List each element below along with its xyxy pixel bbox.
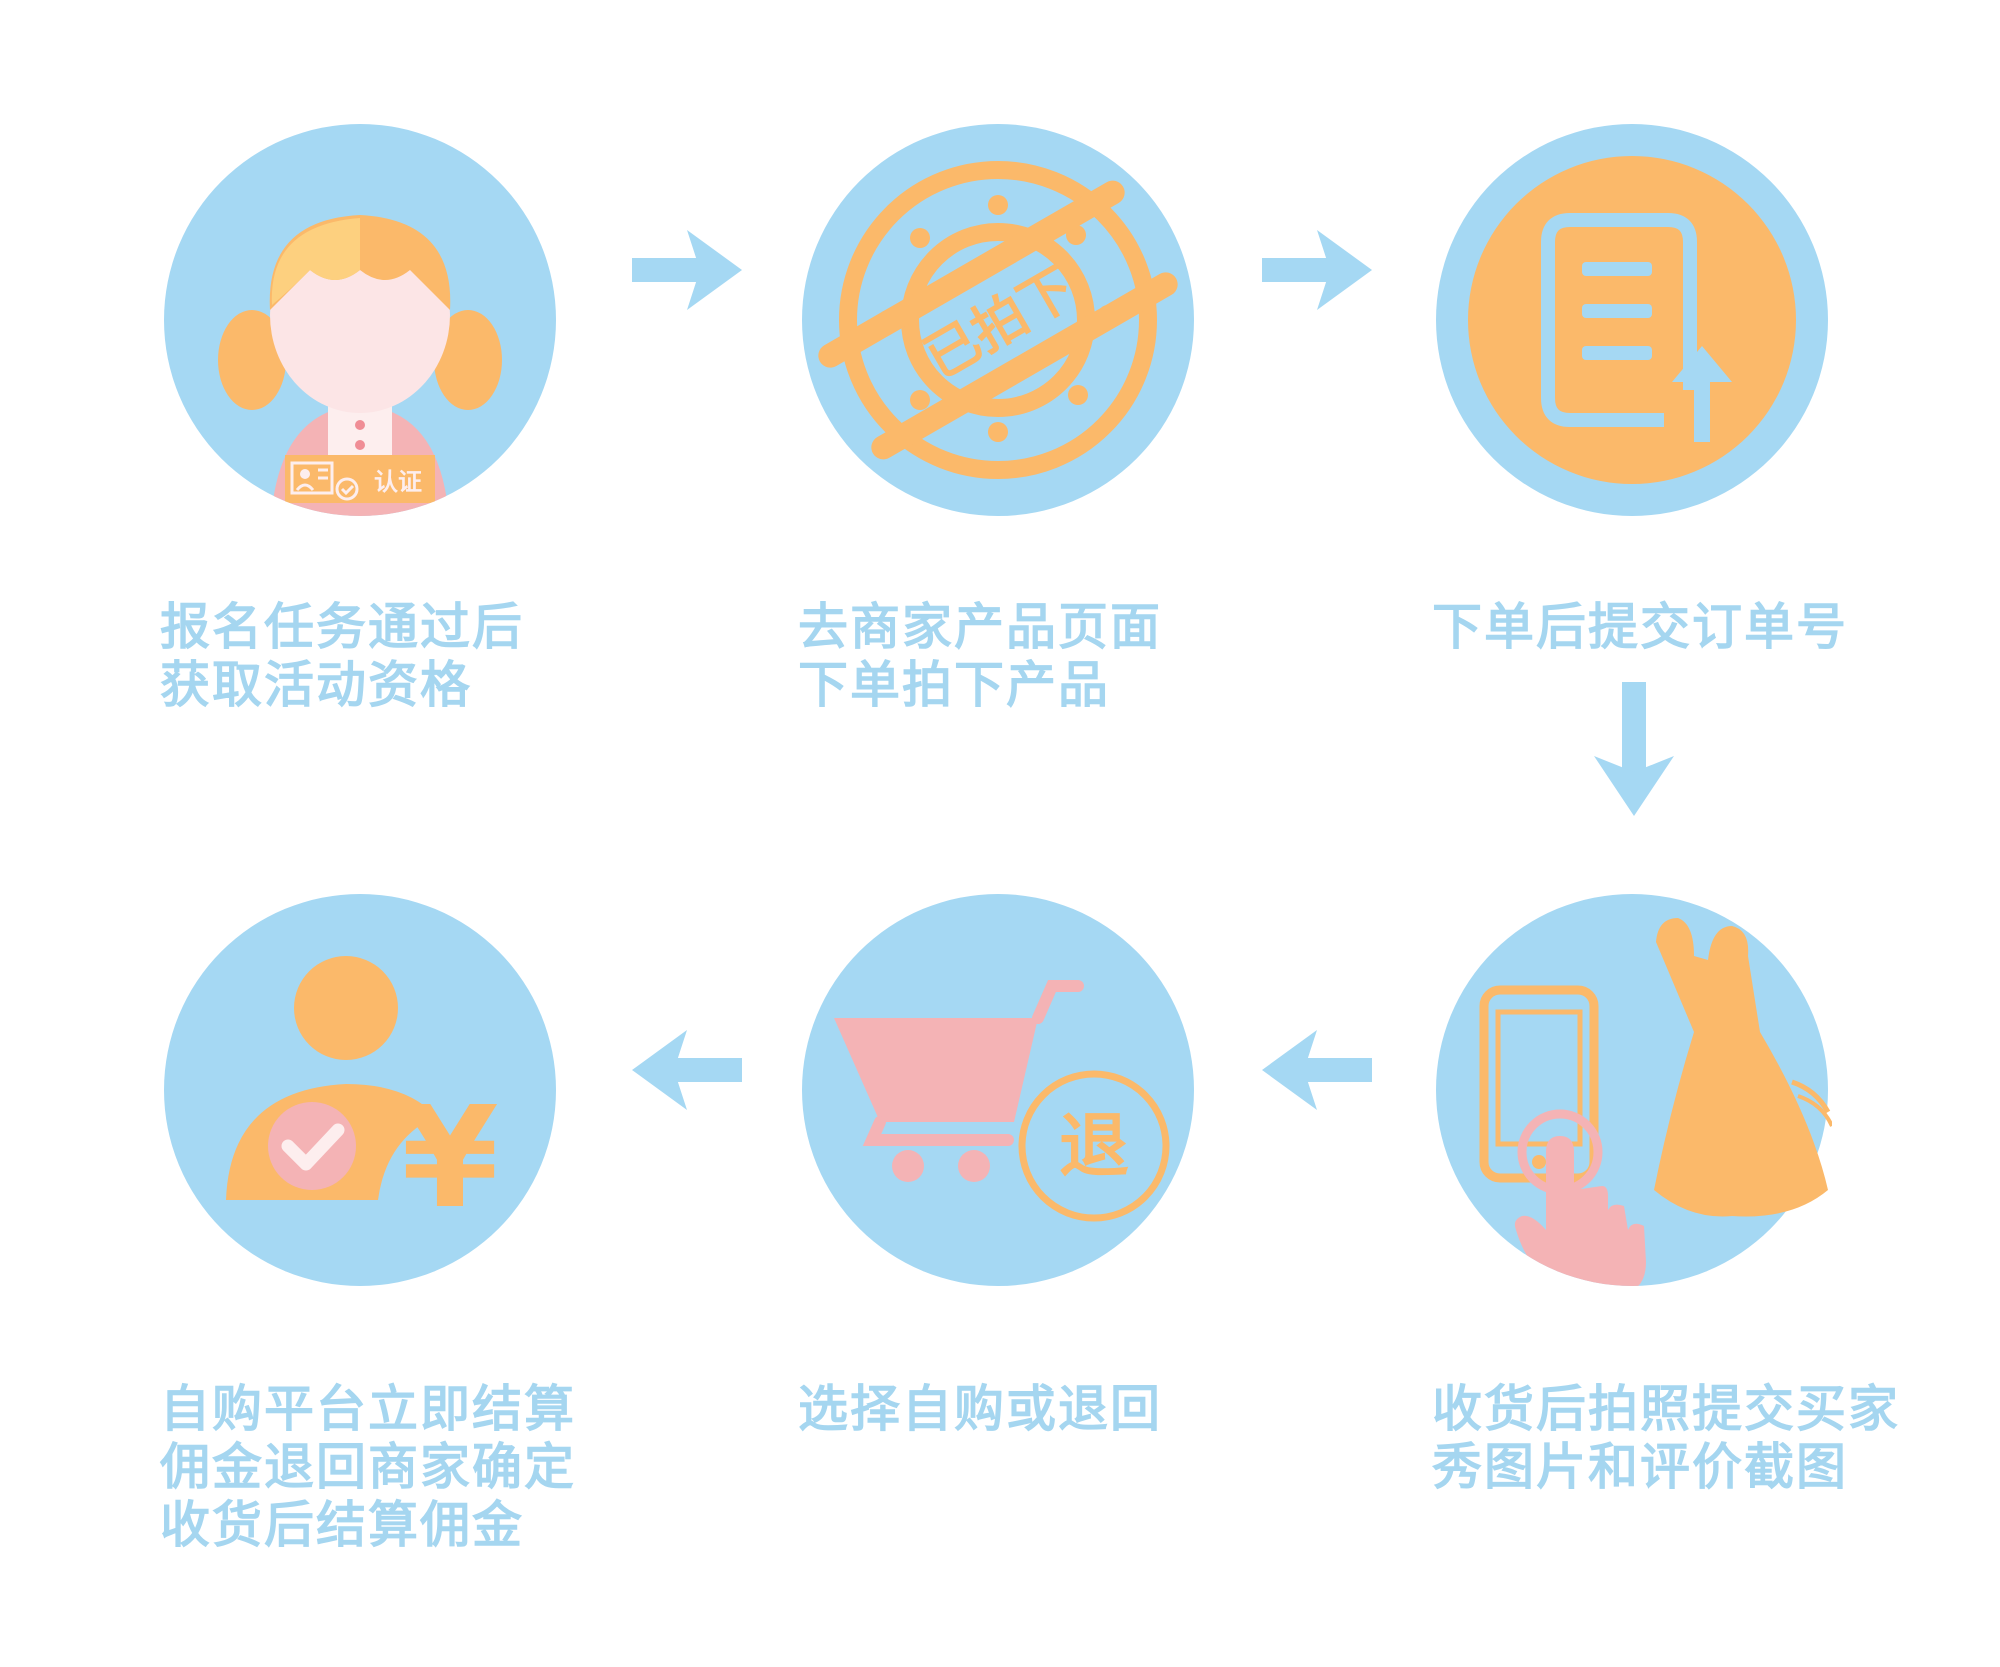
step-2-line-2: 下单拍下产品 (798, 656, 1110, 714)
step-2-caption: 去商家产品页面 下单拍下产品 (798, 598, 1162, 714)
step-1-circle: 认证 (160, 120, 560, 520)
step-6-caption: 自购平台立即结算 佣金退回商家确定 收货后结算佣金 (160, 1380, 576, 1554)
arrow-right-icon (1262, 230, 1372, 310)
arrow-left-icon (1262, 1030, 1372, 1110)
document-upload-icon (1436, 124, 1828, 516)
user-yuan-check-icon: ¥ (164, 894, 556, 1286)
step-2-line-1: 去商家产品页面 (798, 598, 1162, 656)
step-5-circle: 退 (798, 890, 1198, 1290)
step-3-circle (1432, 120, 1832, 520)
step-6-line-2: 佣金退回商家确定 (160, 1438, 576, 1496)
arrow-right-icon (632, 230, 742, 310)
step-3-line-1: 下单后提交订单号 (1432, 598, 1848, 656)
step-6-line-3: 收货后结算佣金 (160, 1496, 524, 1554)
arrow-right-1 (632, 230, 742, 310)
step-5-line-1: 选择自购或退回 (798, 1380, 1162, 1438)
step-4-line-2: 秀图片和评价截图 (1432, 1438, 1848, 1496)
order-stamp-icon: 已拍下 (802, 124, 1194, 516)
step-6-circle: ¥ (160, 890, 560, 1290)
girl-avatar-icon: 认证 (164, 124, 556, 516)
step-1-line-2: 获取活动资格 (160, 656, 472, 714)
arrow-right-2 (1262, 230, 1372, 310)
arrow-down-icon (1594, 682, 1674, 816)
phone-dress-photo-icon (1436, 894, 1832, 1286)
step-1-line-1: 报名任务通过后 (160, 598, 524, 656)
step-4-caption: 收货后拍照提交买家 秀图片和评价截图 (1432, 1380, 1900, 1496)
step-1-caption: 报名任务通过后 获取活动资格 (160, 598, 524, 714)
step-4-circle (1432, 890, 1832, 1290)
step-6-line-1: 自购平台立即结算 (160, 1380, 576, 1438)
step-4-line-1: 收货后拍照提交买家 (1432, 1380, 1900, 1438)
arrow-left-2 (632, 1030, 742, 1110)
yuan-symbol: ¥ (401, 1077, 498, 1240)
step-2-circle: 已拍下 (798, 120, 1198, 520)
step-3-caption: 下单后提交订单号 (1432, 598, 1848, 656)
cart-return-icon: 退 (802, 894, 1194, 1286)
step-5-caption: 选择自购或退回 (798, 1380, 1162, 1438)
auth-badge-text: 认证 (374, 468, 422, 496)
arrow-left-icon (632, 1030, 742, 1110)
arrow-left-1 (1262, 1030, 1372, 1110)
return-badge-text: 退 (1059, 1105, 1129, 1187)
arrow-down (1594, 682, 1674, 816)
